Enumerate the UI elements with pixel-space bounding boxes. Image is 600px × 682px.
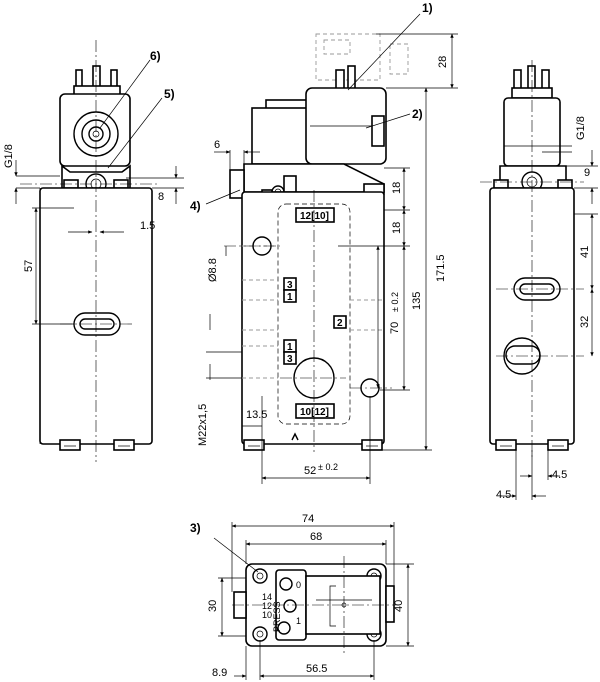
dim-right-41: 41 [579,246,591,258]
label-14: 14 [262,592,272,602]
dim-right-4-5-lower: 4.5 [496,489,511,501]
dim-171-5: 171.5 [435,254,447,282]
label-10: 10 [262,610,272,620]
dim-right-g18: G1/8 [575,116,587,140]
port-label-3-bottom: 3 [287,354,293,365]
port-label-10-12: 10[12] [300,407,329,418]
dim-52: 52 [304,465,316,477]
dim-8-9: 8.9 [212,667,227,679]
callout-2: 2) [412,107,423,121]
dim-left-1-5: 1.5 [140,220,155,232]
top-view [213,522,414,680]
callout-4: 4) [190,199,201,213]
dim-right-32: 32 [579,316,591,328]
dim-right-9: 9 [584,167,590,179]
front-view [205,13,458,484]
dim-70: 70 [389,322,401,334]
dim-30: 30 [207,600,219,612]
callout-6: 6) [150,49,161,63]
dim-left-g18: G1/8 [3,144,15,168]
label-12: 12 [262,601,272,611]
dim-56-5: 56.5 [306,663,327,675]
dim-left-8: 8 [158,191,164,203]
port-label-1-top: 1 [287,292,293,303]
callout-1: 1) [422,1,433,15]
label-0: 0 [296,580,301,590]
port-label-1-bottom: 1 [287,342,293,353]
dim-diameter-8-8: Ø8.8 [207,258,219,282]
dim-68: 68 [310,531,322,543]
dim-74: 74 [302,513,314,525]
dim-left-57: 57 [23,260,35,272]
dim-18-top: 18 [391,182,403,194]
label-press: PRESS [272,601,282,632]
dim-right-4-5-upper: 4.5 [552,469,567,481]
label-1: 1 [296,616,301,626]
port-label-12-10: 12[10] [300,211,329,222]
port-label-3-top: 3 [287,280,293,291]
dim-28: 28 [437,56,449,68]
dim-135: 135 [411,292,423,310]
dim-6: 6 [214,139,220,151]
dim-m22: M22x1,5 [197,404,209,446]
dim-52-tolerance: ± 0.2 [318,462,338,472]
dim-40: 40 [393,600,405,612]
dim-13-5: 13.5 [246,409,267,421]
callout-3: 3) [190,521,201,535]
callout-5: 5) [164,87,175,101]
dim-70-tolerance: ± 0.2 [390,292,400,312]
dim-18-bottom: 18 [391,222,403,234]
port-label-2: 2 [337,318,343,329]
left-side-view [14,40,184,462]
right-side-view [480,60,598,500]
